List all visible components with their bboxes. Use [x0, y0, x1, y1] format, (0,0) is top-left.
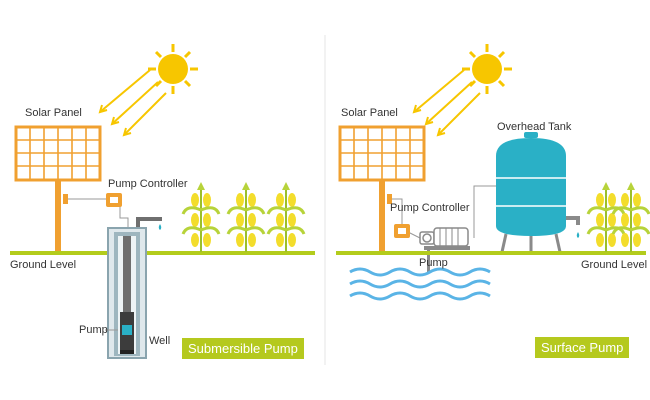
caption-submersible-pump: Submersible Pump: [182, 338, 304, 359]
solar-panel-left: [14, 125, 102, 252]
caption-surface-pump: Surface Pump: [535, 337, 630, 358]
corn-plants-right: [586, 180, 650, 254]
ground-line-left: [10, 251, 315, 255]
water-drop-icon: [576, 232, 580, 238]
sun-icon-right: [462, 44, 512, 94]
label-solar-panel-right: Solar Panel: [341, 107, 398, 119]
sunlight-arrows-left: [98, 69, 167, 137]
ground-line-right: [336, 251, 646, 255]
sun-icon-left: [148, 44, 198, 94]
label-overhead-tank: Overhead Tank: [497, 121, 572, 133]
overhead-tank: [496, 132, 580, 253]
label-ground-level-right: Ground Level: [581, 259, 648, 271]
pump-controller-left: [106, 193, 122, 207]
label-well: Well: [149, 335, 171, 347]
wiring-left: [68, 198, 129, 228]
water-drop-icon: [158, 224, 162, 230]
corn-plants-left: [181, 180, 306, 254]
label-pump-left: Pump: [79, 324, 108, 336]
label-solar-panel-left: Solar Panel: [25, 107, 82, 119]
surface-pump: [419, 227, 470, 250]
water-source: [349, 267, 491, 301]
sunlight-arrows-right: [412, 69, 481, 137]
pump-controller-right: [394, 224, 410, 238]
label-pump-controller-left: Pump Controller: [108, 178, 188, 190]
intake-pipe: [427, 250, 430, 272]
submersible-pump: [120, 312, 134, 354]
label-pump-controller-right: Pump Controller: [390, 202, 470, 214]
solar-panel-right: [338, 125, 426, 252]
label-ground-level-left: Ground Level: [10, 259, 77, 271]
label-pump-right: Pump: [419, 257, 448, 269]
